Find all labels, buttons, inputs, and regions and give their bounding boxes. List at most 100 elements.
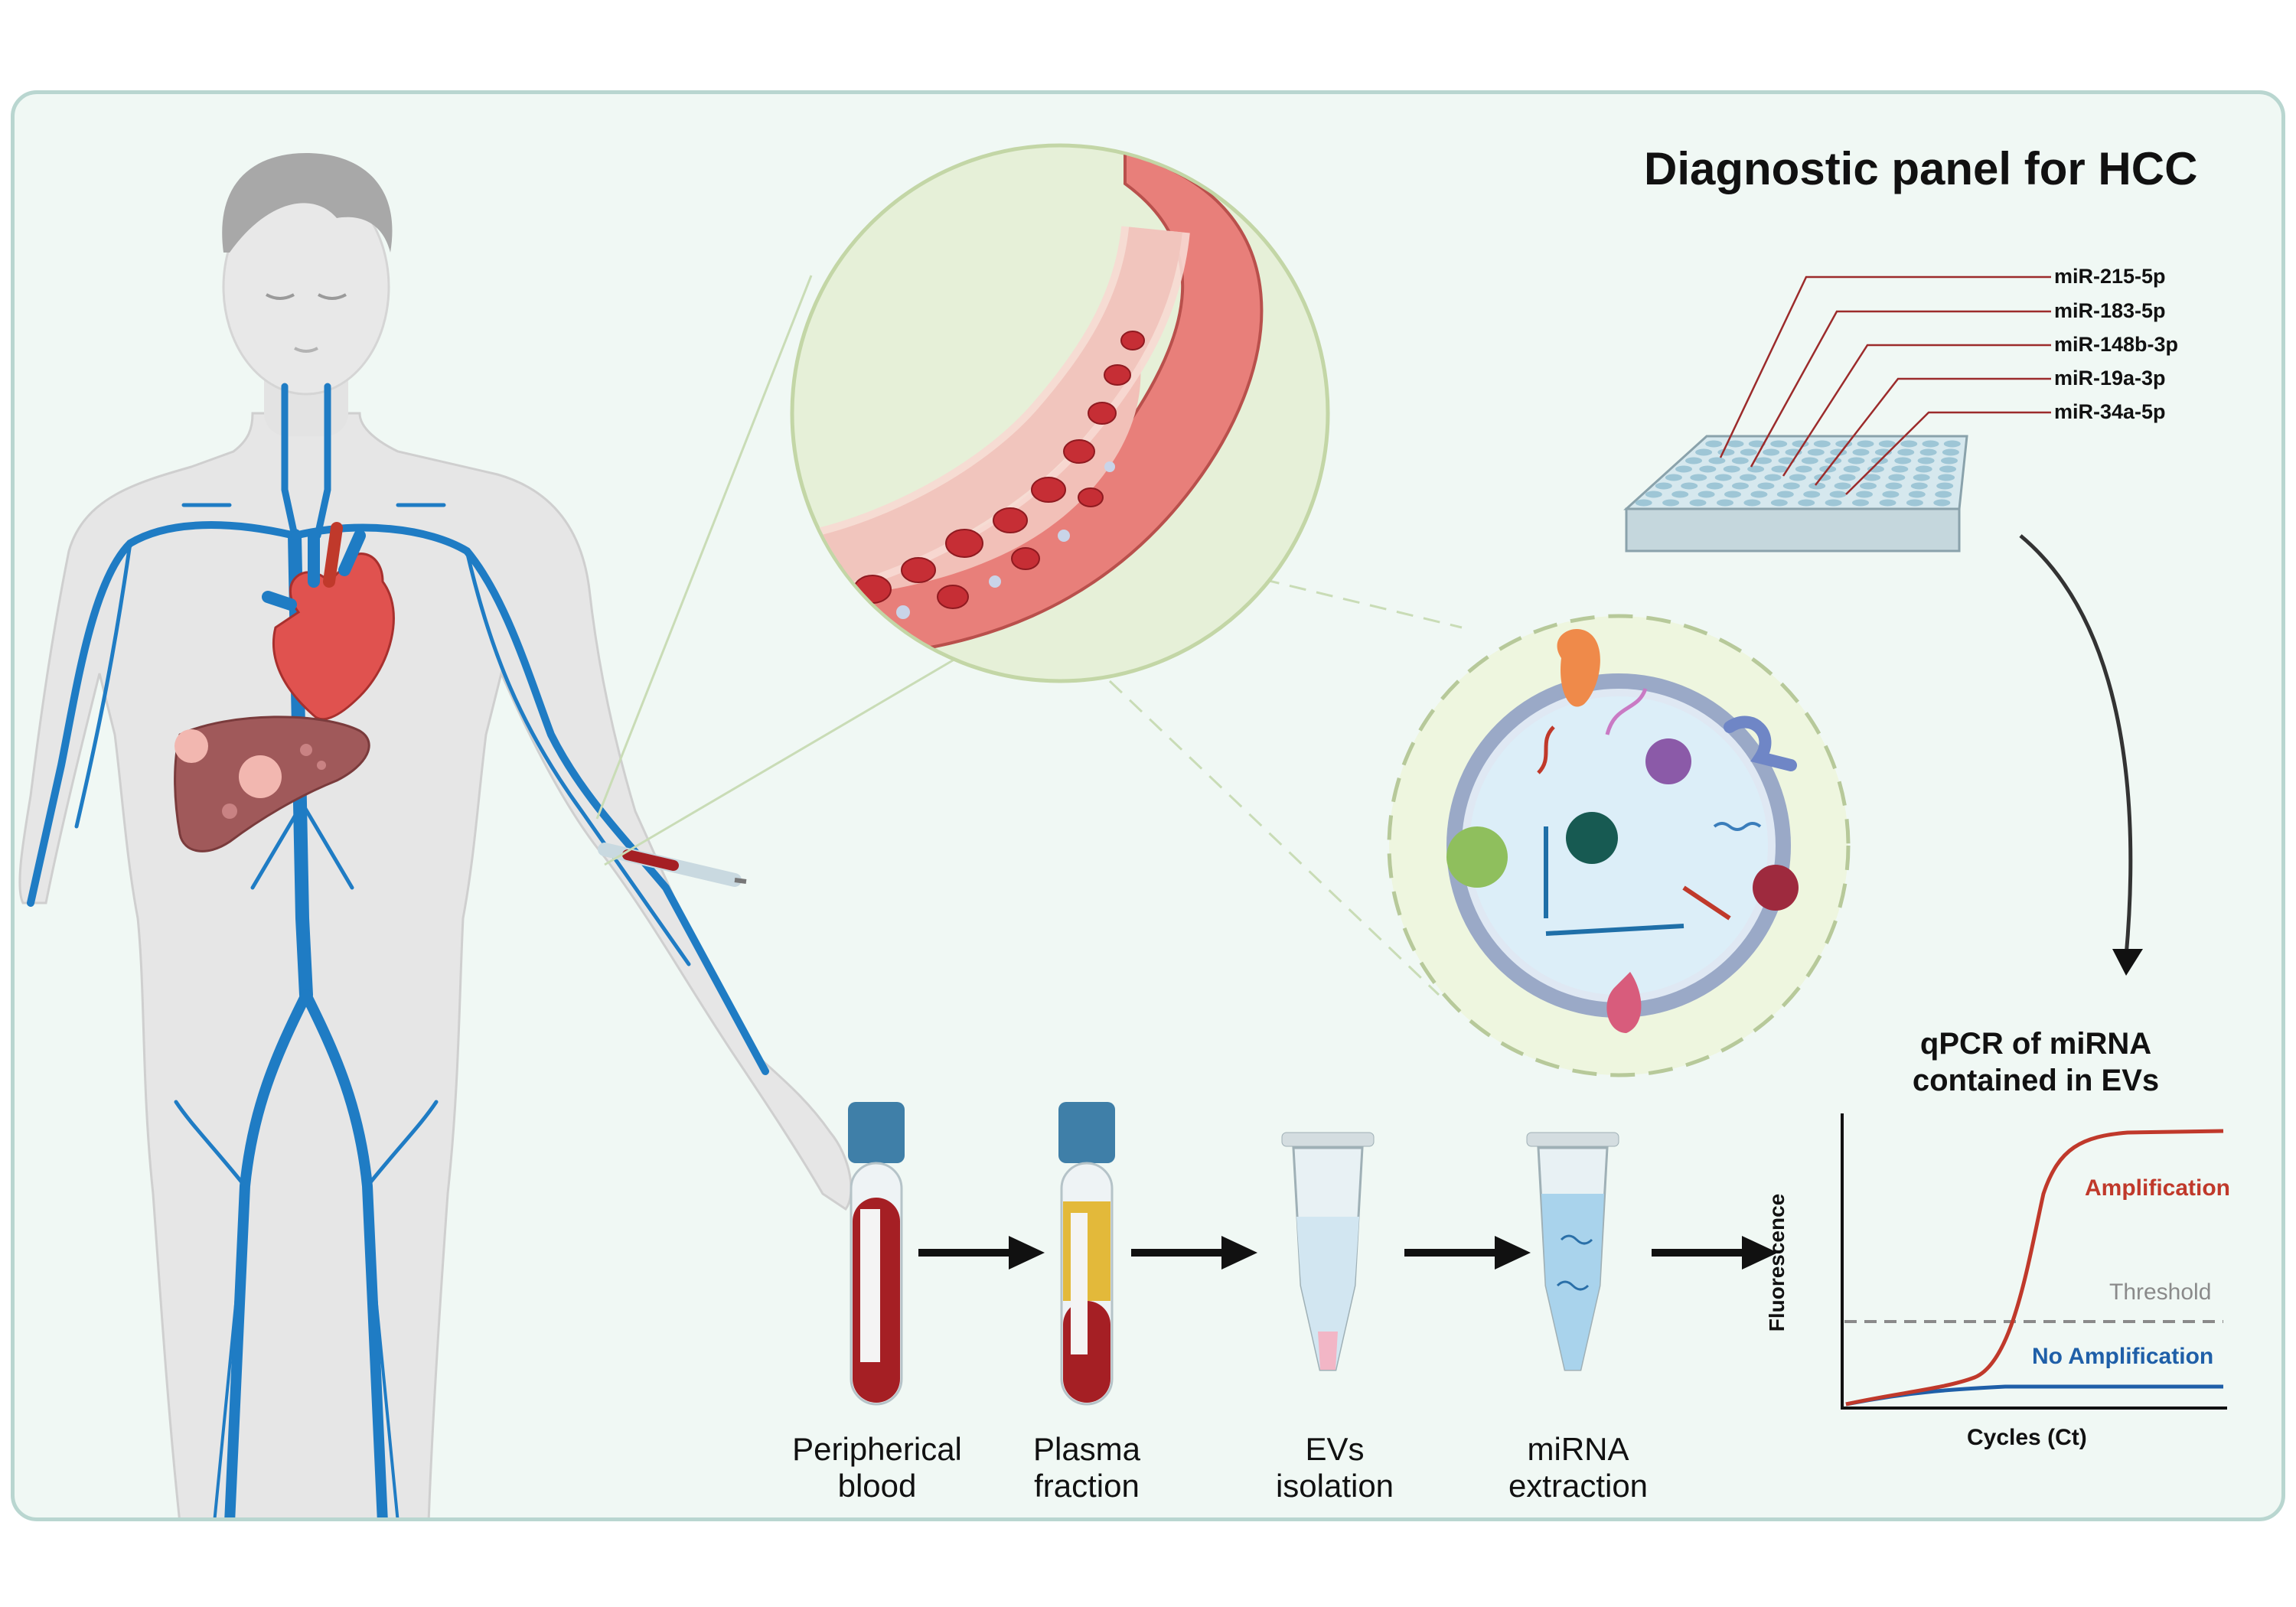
mirna-label-5: miR-34a-5p	[2054, 400, 2166, 423]
mirna-label-4: miR-19a-3p	[2054, 367, 2166, 390]
plate-well	[1941, 457, 1958, 464]
plate-well	[1635, 499, 1652, 507]
vesicle-cargo	[1446, 628, 1799, 1033]
panel-title: Diagnostic panel for HCC	[1644, 143, 2198, 194]
mirna-label-2: miR-183-5p	[2054, 299, 2166, 322]
plate-well	[1879, 499, 1896, 507]
plate-well	[1906, 499, 1923, 507]
plate-well	[1801, 457, 1818, 464]
plate-well	[1913, 474, 1930, 481]
qpcr-threshold-label: Threshold	[2109, 1279, 2212, 1305]
plate-well	[1732, 482, 1749, 490]
plate-well	[1731, 457, 1749, 464]
qpcr-amplification-label: Amplification	[2085, 1175, 2231, 1201]
blood-tube	[848, 1102, 905, 1406]
body-silhouette	[18, 412, 853, 1517]
plate-well	[1747, 465, 1765, 473]
syringe	[598, 843, 747, 887]
step-label-plasma-fraction: Plasma fraction	[1032, 1431, 1141, 1504]
mirna-label-1: miR-215-5p	[2054, 265, 2166, 288]
plate-well	[1852, 448, 1870, 456]
plate-well	[1645, 491, 1662, 498]
plate-well	[1838, 474, 1856, 481]
plate-well	[1795, 465, 1812, 473]
qpcr-no-amplification-label: No Amplification	[2032, 1344, 2214, 1369]
plate-well	[1856, 491, 1873, 498]
plate-well	[1848, 457, 1865, 464]
plate-well	[1894, 457, 1912, 464]
96-well-plate	[1623, 435, 1968, 553]
plate-well	[1808, 482, 1826, 490]
plate-well	[1764, 474, 1782, 481]
workflow-arrows	[918, 1236, 1778, 1270]
plate-wells	[1635, 440, 1961, 507]
plate-well	[1690, 474, 1707, 481]
plate-well	[1662, 499, 1680, 507]
plate-well	[1724, 491, 1741, 498]
plate-well	[1915, 465, 1932, 473]
step-label-evs-isolation: EVs isolation	[1275, 1431, 1394, 1504]
plate-well	[1757, 482, 1775, 490]
qpcr-amplification-curve	[1845, 1129, 2224, 1407]
qpcr-x-axis-label: Cycles (Ct)	[1967, 1425, 2087, 1450]
plate-well	[1885, 482, 1903, 490]
plate-well	[1825, 499, 1842, 507]
plate-well	[1908, 491, 1926, 498]
plate-well	[1917, 457, 1935, 464]
plate-well	[1933, 499, 1951, 507]
blood-vessel-zoom	[790, 143, 1330, 683]
plate-well	[1740, 448, 1757, 456]
plate-well	[1763, 448, 1780, 456]
plate-well	[1705, 440, 1723, 448]
plate-well	[1714, 474, 1732, 481]
plate-well	[1740, 474, 1756, 481]
plate-well	[1864, 474, 1880, 481]
plate-well	[1829, 491, 1847, 498]
plate-to-qpcr-arrow	[2019, 534, 2143, 976]
plate-well	[1852, 499, 1869, 507]
plate-well	[1665, 474, 1682, 481]
plate-well	[1803, 491, 1821, 498]
plate-well	[1935, 491, 1952, 498]
ev-isolation-tube	[1281, 1132, 1375, 1371]
plate-well	[1922, 440, 1939, 448]
plate-well	[1771, 465, 1789, 473]
plate-well	[1860, 482, 1877, 490]
plate-well	[1723, 465, 1740, 473]
plate-well	[1755, 457, 1773, 464]
workflow-tubes	[848, 1102, 1619, 1406]
plate-well	[1843, 465, 1861, 473]
plate-well	[1910, 482, 1928, 490]
plate-well	[1681, 482, 1698, 490]
plate-well	[1939, 465, 1956, 473]
plate-well	[1943, 440, 1961, 448]
plate-well	[1867, 465, 1884, 473]
plate-well	[1717, 448, 1735, 456]
plate-well	[1782, 482, 1800, 490]
plate-well	[1699, 465, 1717, 473]
plate-well	[1798, 499, 1815, 507]
plasma-tube	[1058, 1102, 1115, 1406]
plate-well	[1727, 440, 1744, 448]
plate-well	[1671, 491, 1689, 498]
plate-well	[1897, 448, 1915, 456]
plate-well	[1825, 457, 1842, 464]
plate-well	[1938, 474, 1955, 481]
vein-network	[27, 383, 769, 1517]
plate-well	[1776, 491, 1794, 498]
plate-well	[1743, 499, 1761, 507]
plate-well	[1891, 465, 1909, 473]
plate-well	[1900, 440, 1918, 448]
plate-well	[1695, 448, 1713, 456]
plate-well	[1770, 499, 1788, 507]
plate-well	[1675, 465, 1692, 473]
plate-well	[1878, 440, 1896, 448]
plate-well	[1888, 474, 1906, 481]
heart-organ	[262, 522, 395, 721]
extracellular-vesicle-zoom	[1387, 614, 1851, 1077]
plate-well	[1919, 448, 1937, 456]
plate-well	[1936, 482, 1954, 490]
step-label-mirna-extraction: miRNA extraction	[1508, 1431, 1649, 1504]
